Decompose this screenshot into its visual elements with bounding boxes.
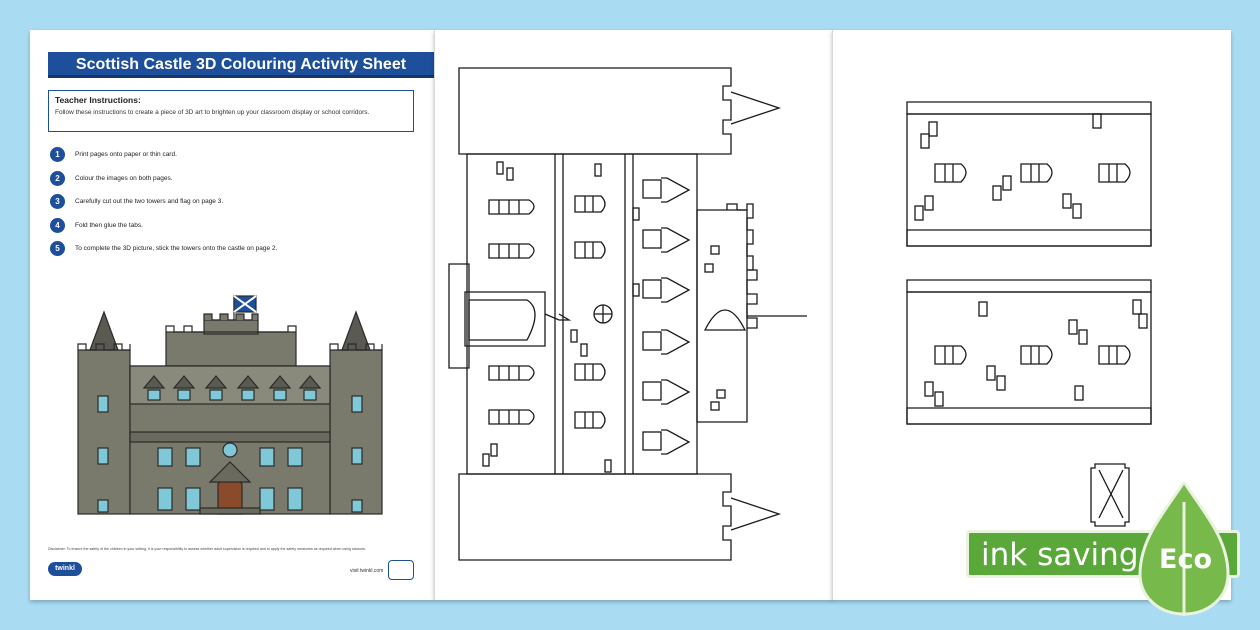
step-number: 1 (50, 146, 65, 162)
castle-outline-template (448, 67, 807, 561)
step-1: 1 Print pages onto paper or thin card. (50, 146, 177, 162)
leaf-icon (1138, 482, 1230, 616)
step-number: 3 (50, 193, 65, 209)
ink-saving-eco-badge: ink saving Eco (966, 482, 1260, 622)
eco-label: Eco (1159, 544, 1212, 575)
step-5: 5 To complete the 3D picture, stick the t… (50, 240, 277, 256)
step-text: Carefully cut out the two towers and fla… (75, 197, 224, 205)
step-text: Fold then glue the tabs. (75, 221, 143, 229)
disclaimer-text: Disclaimer: To ensure the safety of the … (48, 547, 366, 551)
step-2: 2 Colour the images on both pages. (50, 170, 173, 186)
step-text: Print pages onto paper or thin card. (75, 150, 177, 158)
sheet-title: Scottish Castle 3D Colouring Activity Sh… (48, 52, 434, 78)
footer-badge-icon (388, 560, 414, 580)
instructions-heading: Teacher Instructions: (55, 95, 141, 105)
ink-saving-text: ink saving (981, 537, 1139, 573)
step-4: 4 Fold then glue the tabs. (50, 217, 143, 233)
castle-illustration (77, 295, 383, 515)
twinkl-logo: twinkl (48, 562, 82, 576)
step-3: 3 Carefully cut out the two towers and fl… (50, 193, 223, 209)
step-number: 4 (50, 217, 65, 233)
activity-sheet-page-1: Scottish Castle 3D Colouring Activity Sh… (30, 30, 434, 600)
footer-url: visit twinkl.com (350, 568, 384, 574)
step-number: 2 (50, 170, 65, 186)
activity-sheet-page-3 (832, 30, 1231, 600)
tower-cutouts-template (906, 101, 1152, 527)
step-text: Colour the images on both pages. (75, 174, 173, 182)
teacher-instructions-box: Teacher Instructions: Follow these instr… (48, 90, 414, 132)
instructions-text: Follow these instructions to create a pi… (55, 109, 370, 116)
step-number: 5 (50, 240, 65, 256)
step-text: To complete the 3D picture, stick the to… (75, 244, 278, 252)
activity-sheet-page-2 (434, 30, 833, 600)
